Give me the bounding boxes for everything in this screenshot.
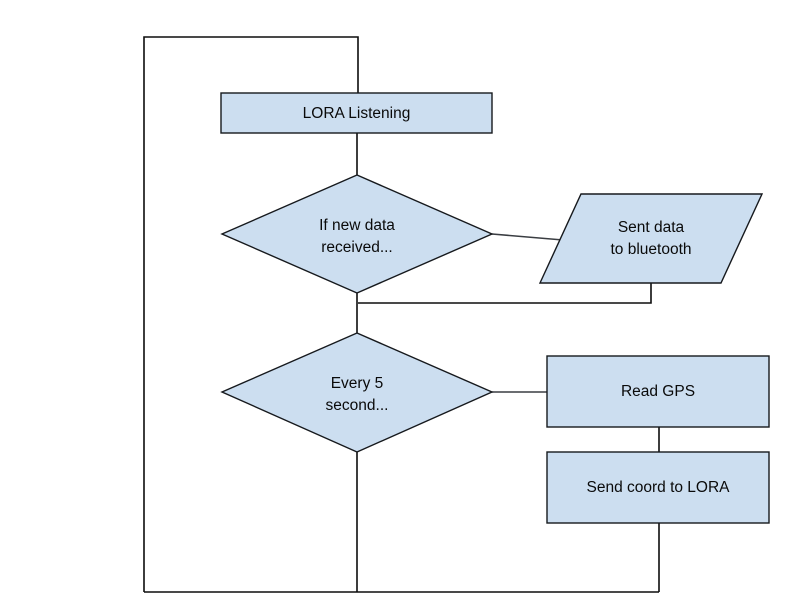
node-sent-data-bluetooth[interactable]: Sent data to bluetooth	[538, 193, 764, 284]
send-coord-lora-label: Send coord to LORA	[586, 479, 730, 496]
send-coord-lora-shape[interactable]	[546, 451, 770, 524]
node-lora-listening[interactable]: LORA Listening	[220, 92, 493, 134]
every-5-second-label-line2: second...	[326, 397, 389, 414]
sent-data-bluetooth-label-line2: to bluetooth	[610, 241, 691, 258]
edge-if-new-data-to-sent-data-bluetooth	[491, 233, 564, 241]
lora-listening-shape[interactable]	[220, 92, 493, 134]
connector-layer	[143, 36, 660, 593]
every-5-second-label-line1: Every 5	[331, 375, 384, 392]
node-read-gps[interactable]: Read GPS	[546, 355, 770, 428]
edge-sent-data-bluetooth-return	[358, 283, 652, 304]
node-if-new-data[interactable]: If new data received...	[220, 174, 494, 294]
every-5-second-shape[interactable]	[220, 332, 494, 453]
if-new-data-shape[interactable]	[220, 174, 494, 294]
edge-loop-start-to-lora-listening	[143, 36, 359, 592]
node-every-5-second[interactable]: Every 5 second...	[220, 332, 494, 453]
lora-listening-label: LORA Listening	[303, 105, 411, 122]
node-send-coord-lora[interactable]: Send coord to LORA	[546, 451, 770, 524]
if-new-data-label-line1: If new data	[319, 217, 395, 234]
sent-data-bluetooth-shape[interactable]	[538, 193, 764, 284]
read-gps-shape[interactable]	[546, 355, 770, 428]
read-gps-label: Read GPS	[621, 383, 695, 400]
if-new-data-label-line2: received...	[321, 239, 393, 256]
sent-data-bluetooth-label-line1: Sent data	[618, 219, 685, 236]
